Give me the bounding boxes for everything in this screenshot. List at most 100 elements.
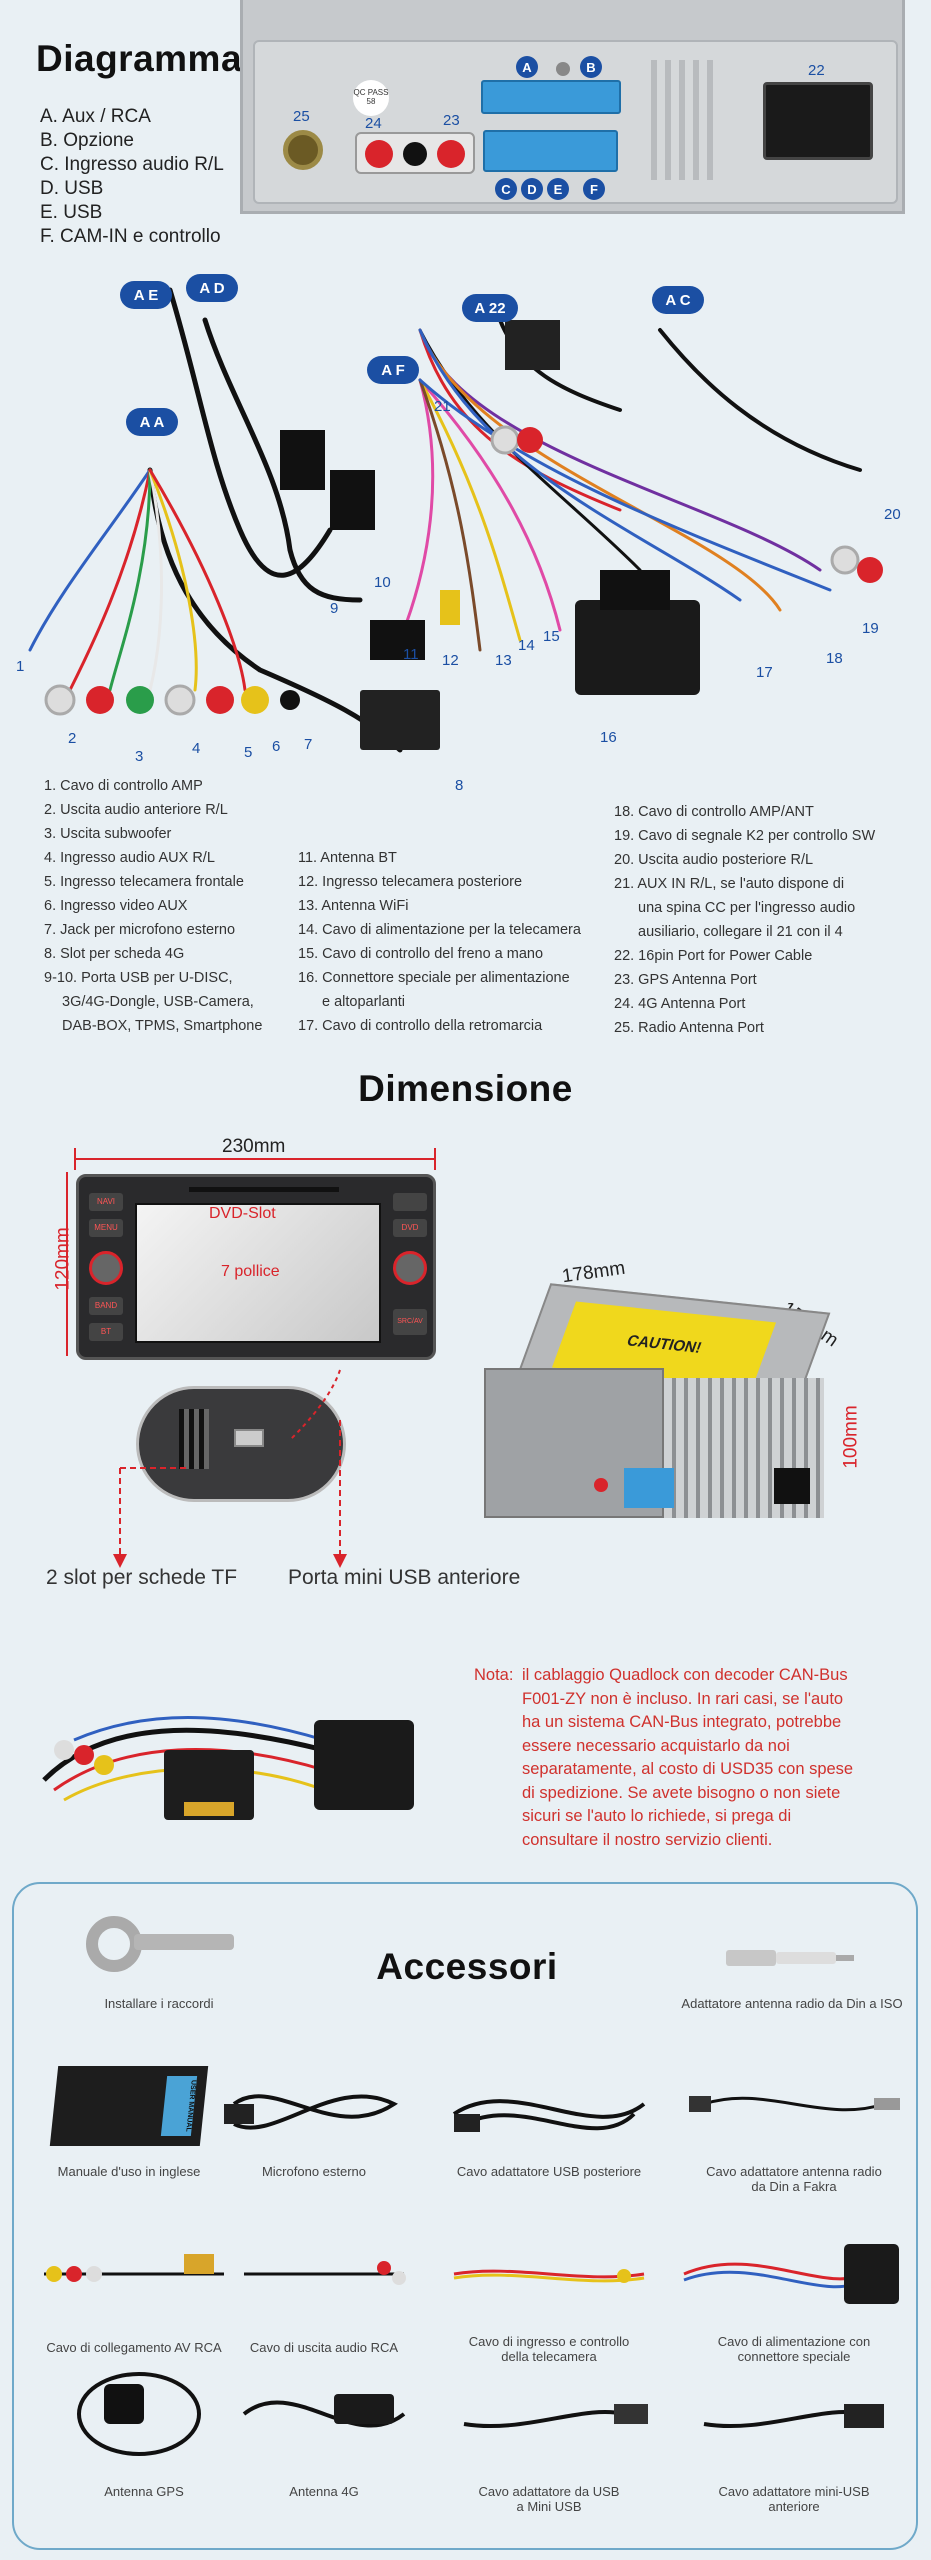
button-navi[interactable]: NAVI [89, 1193, 123, 1211]
accessory-caption: Cavo di alimentazione con connettore spe… [717, 2334, 871, 2364]
height-label: 120mm [52, 1227, 74, 1291]
harness-tag-ad: A D [186, 274, 238, 302]
blue-connector-top [481, 80, 621, 114]
manual-label: USER MANUAL [160, 2076, 198, 2136]
accessory-caption: Cavo di ingresso e controllo della telec… [468, 2334, 630, 2364]
list-item: 15. Cavo di controllo del freno a mano [298, 946, 544, 962]
button-dvd[interactable]: DVD [393, 1219, 427, 1237]
camera-cable-photo [444, 2254, 654, 2294]
list-item: e altoparlanti [322, 994, 406, 1010]
callout-2: 2 [68, 730, 77, 747]
list-item: 1. Cavo di controllo AMP [44, 778, 203, 794]
callout-6: 6 [272, 738, 281, 755]
port-number-24: 24 [365, 115, 382, 132]
removal-tool-photo [74, 1914, 244, 2004]
callout-4: 4 [192, 740, 201, 757]
user-manual-photo: USER MANUAL [49, 2066, 209, 2146]
right-knob [393, 1251, 427, 1285]
parts-list-col3: 18. Cavo di controllo AMP/ANT 19. Cavo d… [614, 800, 875, 1040]
legend-item: A. Aux / RCA [40, 106, 151, 127]
microphone-photo [214, 2064, 414, 2154]
diagram-legend: A. Aux / RCA B. Opzione C. Ingresso audi… [40, 105, 224, 249]
list-item: DAB-BOX, TPMS, Smartphone [62, 1018, 263, 1034]
connector-a-badge: A [516, 56, 538, 78]
button-band[interactable]: BAND [89, 1297, 123, 1315]
list-item: 23. GPS Antenna Port [614, 972, 757, 988]
4g-antenna-port [365, 140, 393, 168]
accessory-caption: Microfono esterno [261, 2164, 367, 2179]
width-dimension-line [74, 1158, 436, 1160]
callout-12: 12 [442, 652, 459, 669]
list-item: 12. Ingresso telecamera posteriore [298, 874, 523, 890]
callout-21: 21 [434, 398, 451, 415]
depth-label: 178mm [560, 1257, 627, 1288]
callout-8: 8 [455, 777, 464, 794]
tf-slots [179, 1409, 209, 1469]
tf-slots-label: 2 slot per schede TF [46, 1566, 238, 1589]
fakra-adapter-photo [684, 2084, 904, 2124]
vent-slots [651, 60, 721, 180]
canbus-note: Nota:il cablaggio Quadlock con decoder C… [474, 1664, 914, 1852]
qc-pass-label: QC PASS 58 [353, 80, 389, 116]
callout-19: 19 [862, 620, 879, 637]
list-item: 16. Connettore speciale per alimentazion… [298, 970, 570, 986]
head-unit-chassis: CAUTION! [474, 1283, 844, 1558]
button-src[interactable]: SRC/AV [393, 1309, 427, 1335]
rear-panel-photo: 25 QC PASS 58 24 23 A B C D E F 22 [240, 0, 905, 214]
callout-3: 3 [135, 748, 144, 765]
callout-1: 1 [16, 658, 25, 675]
dvd-slot [189, 1187, 339, 1192]
blue-connector-bottom [483, 130, 618, 172]
callout-10: 10 [374, 574, 391, 591]
accessory-caption: Cavo di uscita audio RCA [249, 2340, 399, 2355]
screw-icon [556, 62, 570, 76]
list-item: 5. Ingresso telecamera frontale [44, 874, 244, 890]
legend-item: B. Opzione [40, 130, 134, 151]
left-knob [89, 1251, 123, 1285]
callout-16: 16 [600, 729, 617, 746]
width-label: 230mm [222, 1136, 286, 1157]
note-line: ha un sistema CAN-Bus integrato, potrebb… [522, 1713, 842, 1731]
usb-mini-cable-photo [454, 2394, 654, 2444]
port-number-25: 25 [293, 108, 310, 125]
din-iso-adapter-photo [726, 1942, 856, 1972]
harness-tag-af: A F [367, 356, 419, 384]
accessories-title: Accessori [376, 1946, 558, 1987]
list-item: 6. Ingresso video AUX [44, 898, 188, 914]
callout-5: 5 [244, 744, 253, 761]
callout-9: 9 [330, 600, 339, 617]
accessory-caption: Installare i raccordi [104, 1996, 214, 2011]
list-item: 9-10. Porta USB per U-DISC, [44, 970, 233, 986]
list-item: 3. Uscita subwoofer [44, 826, 172, 842]
accessories-box: Accessori Installare i raccordi Adattato… [12, 1882, 918, 2550]
list-item: 8. Slot per scheda 4G [44, 946, 185, 962]
callout-20: 20 [884, 506, 901, 523]
button-menu[interactable]: MENU [89, 1219, 123, 1237]
av-rca-cable-photo [34, 2244, 234, 2304]
head-unit-front: DVD-Slot 7 pollice NAVI MENU BAND BT DVD… [76, 1174, 436, 1360]
button-eject[interactable] [393, 1193, 427, 1211]
callout-17: 17 [756, 664, 773, 681]
accessory-caption: Cavo adattatore antenna radio da Din a F… [706, 2164, 882, 2194]
4g-antenna-photo [234, 2374, 414, 2454]
list-item: 24. 4G Antenna Port [614, 996, 746, 1012]
accessory-caption: Antenna GPS [104, 2484, 184, 2499]
list-item: 22. 16pin Port for Power Cable [614, 948, 813, 964]
power-cable-photo [674, 2234, 904, 2314]
note-line: di spedizione. Se avete bisogno o non si… [522, 1783, 841, 1802]
connector-e-badge: E [547, 178, 569, 200]
parts-list-col2: 11. Antenna BT 12. Ingresso telecamera p… [298, 846, 581, 1038]
list-item: 7. Jack per microfono esterno [44, 922, 236, 938]
accessory-caption: Cavo adattatore USB posteriore [456, 2164, 642, 2179]
accessory-caption: Cavo adattatore mini-USB anteriore [718, 2484, 870, 2514]
list-item: 2. Uscita audio anteriore R/L [44, 802, 228, 818]
dimension-title: Dimensione [358, 1068, 573, 1109]
gps-antenna-port [437, 140, 465, 168]
harness-tag-aa: A A [126, 408, 178, 436]
parts-list-col1: 1. Cavo di controllo AMP 2. Uscita audio… [44, 774, 262, 1038]
list-item: 3G/4G-Dongle, USB-Camera, [62, 994, 254, 1010]
mini-usb-label: Porta mini USB anteriore [288, 1566, 521, 1589]
rear-usb-cable-photo [434, 2064, 664, 2154]
button-bt[interactable]: BT [89, 1323, 123, 1341]
accessory-caption: Antenna 4G [289, 2484, 359, 2499]
